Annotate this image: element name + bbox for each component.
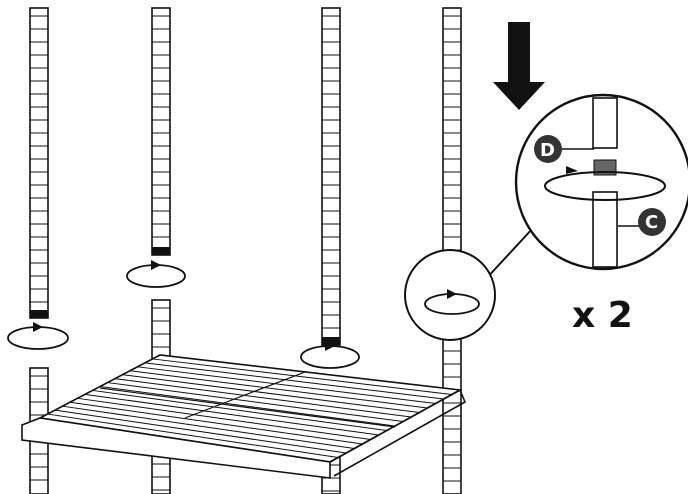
callout-c-letter: C xyxy=(645,212,658,233)
upper-post-4 xyxy=(443,8,461,278)
upper-post-1 xyxy=(30,8,48,318)
callout-d-letter: D xyxy=(540,140,555,161)
wire-shelf xyxy=(22,355,465,478)
down-arrow-icon xyxy=(493,22,545,110)
quantity-label: x 2 xyxy=(572,295,633,336)
upper-post-2 xyxy=(152,8,170,255)
upper-post-3 xyxy=(322,8,340,345)
rotate-arrow-icon xyxy=(301,341,359,368)
rotate-arrow-icon xyxy=(8,322,68,349)
rotate-arrow-icon xyxy=(127,260,185,287)
